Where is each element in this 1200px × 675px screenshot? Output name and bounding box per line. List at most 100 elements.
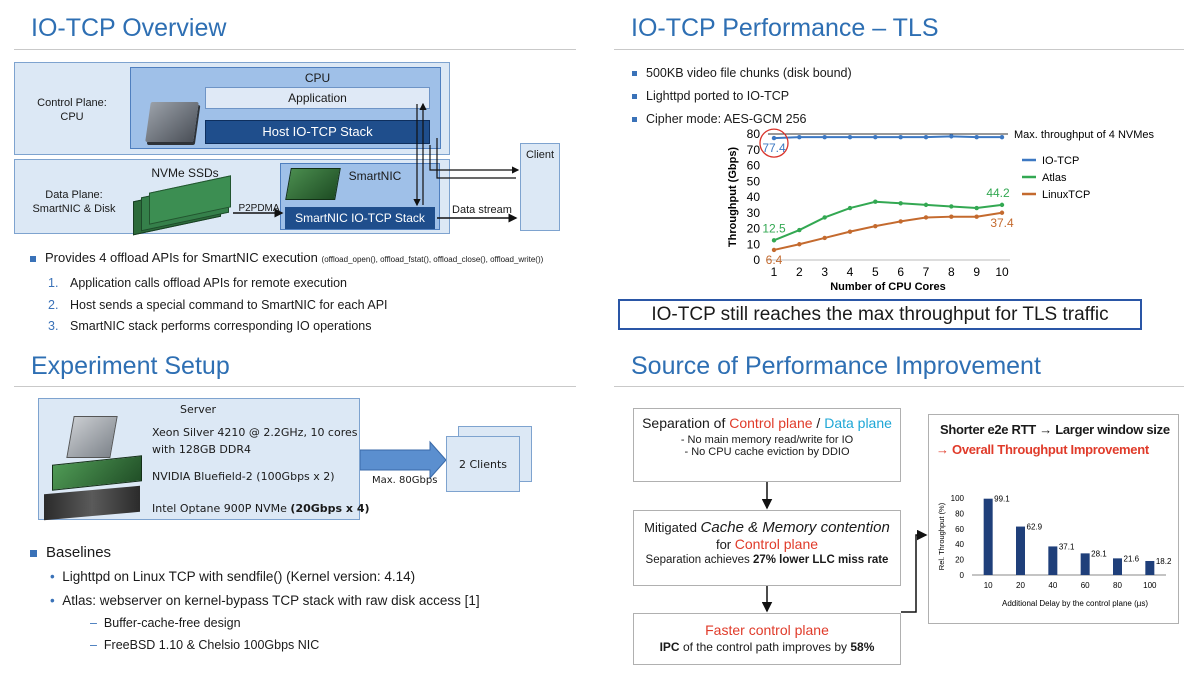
q2-bullets: 500KB video file chunks (disk bound) Lig… (632, 62, 852, 131)
x-tick-label: 2 (796, 265, 803, 279)
q3-title-rule (14, 386, 576, 387)
q1-arrows (233, 102, 520, 223)
separation-box: Separation of Control plane / Data plane… (633, 408, 901, 482)
bar-category-label: 40 (1048, 581, 1057, 590)
y-tick-label: 20 (747, 222, 761, 236)
data-point-linuxtcp (797, 242, 802, 247)
q1-steps: 1.Application calls offload APIs for rem… (48, 273, 388, 338)
data-point-io-tcp (822, 134, 827, 140)
step-item: 3.SmartNIC stack performs corresponding … (48, 319, 372, 333)
legend-label-io-tcp: IO-TCP (1042, 155, 1079, 167)
bar-80 (1113, 558, 1122, 575)
baseline-2: • Atlas: webserver on kernel-bypass TCP … (50, 593, 480, 608)
y-axis-label: Throughput (Gbps) (727, 147, 739, 248)
bar-value-label: 21.6 (1124, 554, 1140, 563)
x-tick-label: 1 (771, 265, 778, 279)
bar-y-tick: 20 (955, 556, 964, 565)
x-tick-label: 7 (923, 265, 930, 279)
cpu-label: CPU (304, 71, 331, 85)
bar-y-tick: 40 (955, 540, 964, 549)
data-point-atlas (797, 227, 802, 233)
baseline-1: • Lighttpd on Linux TCP with sendfile() … (50, 569, 416, 584)
result-box (928, 414, 1179, 624)
y-tick-label: 70 (747, 143, 761, 157)
data-point-linuxtcp (847, 229, 853, 234)
data-point-atlas (771, 238, 777, 243)
y-tick-label: 40 (747, 190, 761, 204)
smartnic-stack-box: SmartNIC IO-TCP Stack (285, 207, 435, 229)
client-card-front: 2 Clients (446, 436, 520, 492)
y-tick-label: 10 (747, 237, 761, 251)
step-item: 2.Host sends a special command to SmartN… (48, 297, 388, 312)
data-label: 6.4 (766, 253, 783, 267)
bullet-icon (30, 255, 36, 262)
data-point-io-tcp (898, 134, 903, 140)
data-label: 44.2 (986, 186, 1010, 200)
data-point-io-tcp (797, 134, 802, 140)
bar-category-label: 80 (1113, 581, 1122, 590)
bar-y-tick: 0 (960, 571, 965, 580)
nic-spec: NVIDIA Bluefield-2 (100Gbps x 2) (152, 470, 335, 483)
data-point-atlas (974, 205, 979, 211)
series-line-io-tcp (773, 135, 1002, 140)
bar-category-label: 20 (1016, 581, 1025, 590)
link-label: Max. 80Gbps (372, 475, 438, 486)
data-point-io-tcp (923, 134, 929, 140)
baselines-title: Baselines (30, 544, 111, 561)
data-label: 37.4 (990, 216, 1014, 230)
y-tick-label: 0 (753, 253, 760, 267)
bar-y-tick: 100 (951, 494, 965, 503)
bar-y-tick: 80 (955, 509, 964, 518)
data-point-atlas (822, 215, 827, 220)
q3-title: Experiment Setup (31, 352, 230, 380)
data-point-io-tcp (771, 135, 777, 141)
q2-bullet: Lighttpd ported to IO-TCP (632, 85, 852, 108)
q1-title-rule (14, 49, 576, 50)
xeon-chip-image (66, 416, 118, 458)
faster-control-box: Faster control plane IPC of the control … (633, 613, 901, 665)
x-axis-label: Number of CPU Cores (830, 281, 946, 293)
nvme-label: NVMe SSDs (151, 166, 219, 180)
bar-value-label: 62.9 (1027, 523, 1043, 532)
clients-label: 2 Clients (458, 457, 508, 471)
bar-category-label: 10 (984, 581, 993, 590)
data-point-linuxtcp (974, 214, 979, 219)
mem-spec: with 128GB DDR4 (152, 443, 251, 456)
tls-banner: IO-TCP still reaches the max throughput … (618, 299, 1142, 330)
bar-y-tick: 60 (955, 525, 964, 534)
data-point-linuxtcp (771, 247, 777, 253)
x-tick-label: 5 (872, 265, 879, 279)
q2-bullet: Cipher mode: AES-GCM 256 (632, 108, 852, 131)
y-tick-label: 80 (747, 127, 761, 141)
data-point-io-tcp (999, 134, 1005, 140)
bar-10 (983, 498, 993, 575)
bar-x-axis-label: Additional Delay by the control plane (µ… (1002, 599, 1148, 608)
data-point-io-tcp (974, 134, 979, 140)
bar-category-label: 60 (1081, 581, 1090, 590)
data-point-linuxtcp (923, 215, 929, 220)
data-point-linuxtcp (898, 219, 903, 224)
data-point-io-tcp (847, 134, 853, 140)
bar-value-label: 99.1 (994, 495, 1010, 504)
client-to-host-arrow (436, 138, 516, 179)
data-label: 77.4 (762, 141, 786, 155)
series-line-atlas (773, 200, 1003, 242)
data-point-linuxtcp (999, 210, 1005, 215)
data-point-atlas (999, 202, 1005, 208)
data-point-linuxtcp (949, 214, 954, 219)
bar-60 (1080, 553, 1090, 575)
bar-y-axis-label: Rel. Throughput (%) (937, 502, 946, 570)
data-point-atlas (847, 205, 853, 211)
host-to-client-arrow (429, 145, 520, 174)
cpu-spec: Xeon Silver 4210 @ 2.2GHz, 10 cores (152, 426, 358, 439)
legend-label-atlas: Atlas (1042, 172, 1067, 184)
bar-value-label: 37.1 (1059, 542, 1075, 551)
q4-title: Source of Performance Improvement (631, 352, 1041, 380)
q2-title-rule (614, 49, 1184, 50)
host-stack-box: Host IO-TCP Stack (205, 120, 430, 144)
highlight-circle (759, 128, 789, 158)
x-tick-label: 6 (897, 265, 904, 279)
nvme-spec: Intel Optane 900P NVMe (20Gbps x 4) (152, 502, 370, 515)
